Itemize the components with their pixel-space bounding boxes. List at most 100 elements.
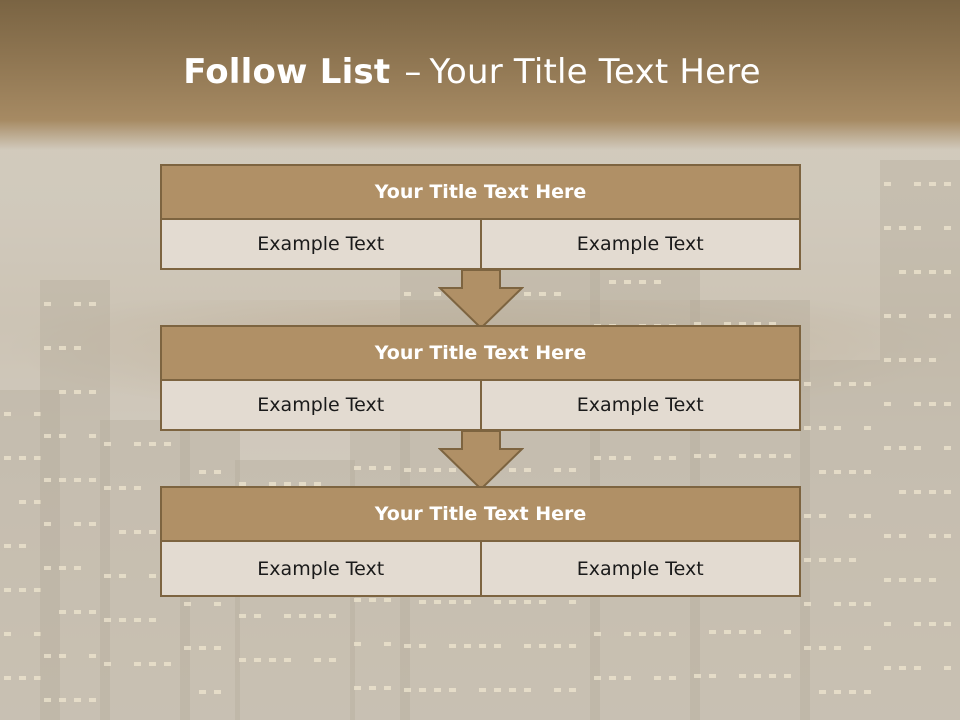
building-window [724,630,731,634]
building-window [149,530,156,534]
building-window [464,600,471,604]
building-window [624,632,631,636]
building-window [134,530,141,534]
building-window [509,468,516,472]
building-window [404,688,411,692]
building-window [884,358,891,362]
building-window [819,514,826,518]
building-window [609,456,616,460]
building-window [899,270,906,274]
building-window [19,500,26,504]
building-window [119,530,126,534]
building-window [134,486,141,490]
building-window [369,466,376,470]
building-window [654,676,661,680]
building-window [44,302,51,306]
building-window [134,662,141,666]
building-window [864,602,871,606]
building-window [214,690,221,694]
building-window [864,382,871,386]
building-window [624,280,631,284]
building-window [19,676,26,680]
building-window [864,646,871,650]
building-window [34,588,41,592]
building-window [299,482,306,486]
building-window [464,644,471,648]
block-row: Example Text Example Text [160,542,801,597]
building-window [34,412,41,416]
building-window [449,688,456,692]
building-window [34,632,41,636]
building-window [539,292,546,296]
building-window [354,598,361,602]
building-window [34,456,41,460]
building-window [524,292,531,296]
building-window [149,618,156,622]
building-window [89,610,96,614]
building-window [104,486,111,490]
building-window [4,544,11,548]
building-window [804,558,811,562]
building-window [74,302,81,306]
building-window [769,322,776,326]
building-window [929,490,936,494]
cell-left: Example Text [160,220,482,270]
building-window [419,468,426,472]
building-window [384,466,391,470]
building-window [899,358,906,362]
building-window [134,618,141,622]
building-window [19,588,26,592]
building-window [384,642,391,646]
building-window [929,358,936,362]
building-window [149,442,156,446]
slide-title: Follow List–Your Title Text Here [0,52,944,92]
building [0,390,60,720]
building-window [329,614,336,618]
building [880,160,960,720]
building-window [849,558,856,562]
building-window [134,442,141,446]
building-window [914,578,921,582]
building-window [149,662,156,666]
building-window [624,456,631,460]
building-window [694,454,701,458]
building-window [59,390,66,394]
building-window [119,574,126,578]
building-window [434,468,441,472]
building-window [354,642,361,646]
building-window [554,292,561,296]
building-window [434,600,441,604]
building-window [884,182,891,186]
building-window [199,690,206,694]
building-window [864,470,871,474]
building-window [784,454,791,458]
building-window [434,292,441,296]
block-title: Your Title Text Here [160,486,801,542]
building-window [254,614,261,618]
building-window [884,534,891,538]
building-window [74,478,81,482]
building-window [44,434,51,438]
building-window [199,470,206,474]
building-window [804,514,811,518]
building-window [569,688,576,692]
building-window [509,688,516,692]
flow-block-2: Your Title Text Here Example Text Exampl… [160,325,801,431]
building-window [929,534,936,538]
building-window [944,534,951,538]
building-window [769,454,776,458]
building-window [494,644,501,648]
block-title: Your Title Text Here [160,164,801,220]
building-window [419,688,426,692]
building-window [754,322,761,326]
building-window [314,658,321,662]
building-window [739,630,746,634]
building-window [739,674,746,678]
building-window [369,598,376,602]
building-window [369,686,376,690]
building-window [104,618,111,622]
building-window [944,314,951,318]
building-window [834,470,841,474]
building-window [74,566,81,570]
building-window [914,358,921,362]
